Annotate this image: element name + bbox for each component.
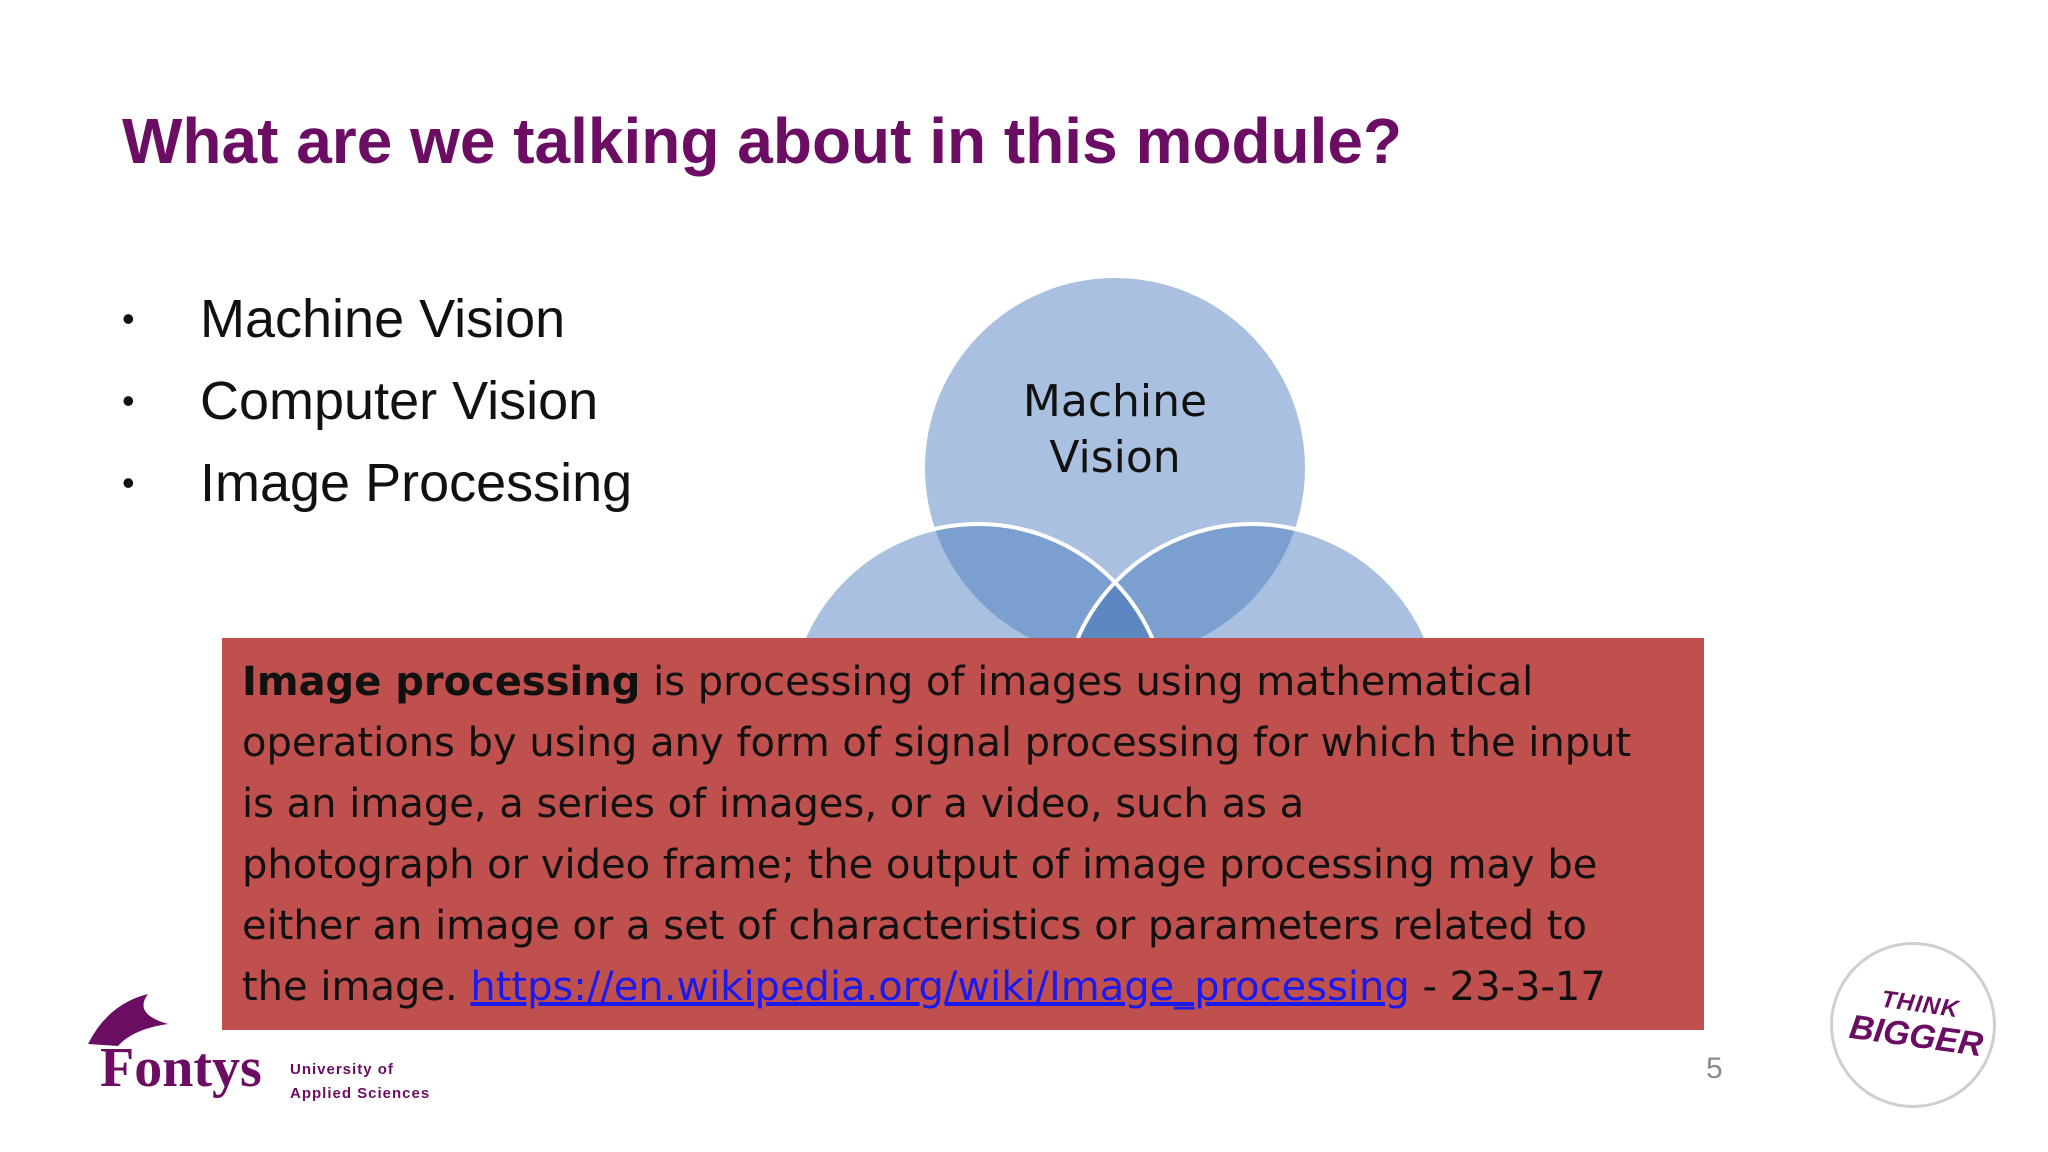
bullet-item: • Machine Vision (122, 278, 632, 360)
university-label: University of Applied Sciences (290, 1058, 430, 1106)
fontys-logo: Fontys (100, 1037, 262, 1099)
popup-line: either an image or a set of characterist… (242, 903, 1587, 949)
venn-overlap-top-left (925, 524, 1168, 658)
bullet-item: • Image Processing (122, 442, 632, 524)
venn-label-top-line2: Vision (1049, 432, 1180, 483)
slide-title: What are we talking about in this module… (122, 105, 1403, 177)
bullet-text: Computer Vision (200, 371, 599, 431)
bullet-dot-icon: • (122, 380, 135, 421)
wikipedia-link[interactable]: https://en.wikipedia.org/wiki/Image_proc… (470, 964, 1410, 1010)
venn-label-top-line1: Machine (1023, 376, 1207, 427)
fontys-bird-icon (88, 994, 168, 1046)
bullet-list: • Machine Vision • Computer Vision • Image … (122, 278, 632, 524)
popup-line: photograph or video frame; the output of… (242, 842, 1598, 888)
popup-line: operations by using any form of signal p… (242, 720, 1632, 766)
bullet-item: • Computer Vision (122, 360, 632, 442)
bullet-text: Machine Vision (200, 289, 566, 349)
popup-line: the image. https://en.wikipedia.org/wiki… (242, 957, 1684, 1018)
popup-term: Image processing (242, 659, 641, 705)
bullet-dot-icon: • (122, 462, 135, 503)
popup-line: Image processing is processing of images… (242, 652, 1684, 713)
page-number: 5 (1706, 1052, 1723, 1085)
popup-text: the image. (242, 964, 471, 1010)
badge-line: BIGGER (1847, 1007, 1986, 1065)
definition-popup: Image processing is processing of images… (222, 638, 1704, 1030)
popup-line: is an image, a series of images, or a vi… (242, 781, 1305, 827)
popup-text: - 23-3-17 (1409, 964, 1606, 1010)
popup-text: is processing of images using mathematic… (640, 659, 1534, 705)
bullet-dot-icon: • (122, 298, 135, 339)
venn-overlap-top-right (1062, 524, 1305, 658)
university-line: Applied Sciences (290, 1085, 431, 1102)
bullet-text: Image Processing (200, 453, 633, 513)
think-bigger-badge: THINK BIGGER (1830, 942, 1996, 1108)
university-line: University of (290, 1061, 394, 1078)
